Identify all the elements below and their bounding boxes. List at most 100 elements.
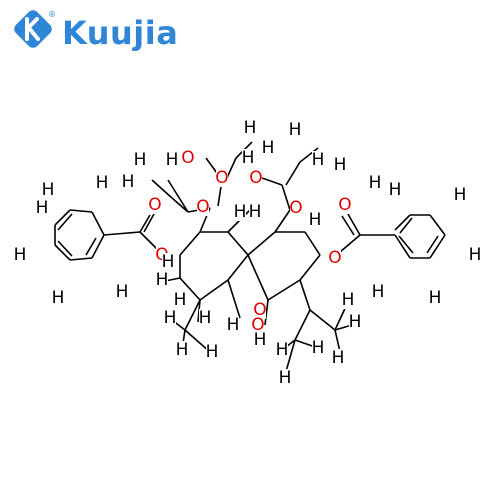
atom-label-background — [116, 283, 128, 301]
atom-label-background — [249, 203, 261, 221]
bond-line — [139, 214, 151, 233]
bond-line — [341, 215, 355, 236]
bond-line — [69, 257, 93, 261]
atom-label-background — [332, 349, 344, 367]
atom-label-background — [199, 309, 211, 327]
atom-label-background — [276, 341, 288, 359]
bond-line — [69, 209, 93, 213]
bond-line — [285, 161, 301, 186]
hydrogen-atom-label: H — [244, 118, 257, 138]
hydrogen-atom-label: H — [429, 288, 442, 308]
atom-label-background — [309, 211, 321, 229]
oxygen-atom-label: O — [181, 148, 194, 168]
atom-label-background — [176, 341, 188, 359]
atom-label-background — [122, 173, 134, 191]
bond-line — [139, 231, 159, 251]
oxygen-atom-label: O — [253, 300, 266, 320]
bond-line — [299, 147, 319, 163]
hydrogen-atom-label: H — [312, 150, 325, 170]
oxygen-atom-label: O — [338, 195, 351, 215]
bond-line — [171, 197, 189, 213]
atom-label-background — [262, 139, 274, 157]
bond-line — [247, 231, 276, 256]
hydrogen-atom-label: H — [52, 288, 65, 308]
atom-label-background — [469, 246, 481, 264]
bond-line — [334, 329, 341, 353]
registered-mark: ® — [48, 10, 56, 19]
atom-label-background — [312, 151, 324, 169]
atom-label-background — [389, 181, 401, 199]
bond-line — [309, 309, 336, 331]
bond-line — [426, 235, 439, 254]
hydrogen-atom-label: H — [389, 180, 402, 200]
atom-label-background — [96, 174, 108, 192]
hydrogen-atom-label: H — [14, 245, 27, 265]
bond-line — [339, 234, 361, 253]
bond-line — [267, 279, 301, 301]
bond-line — [54, 244, 71, 261]
hydrogen-atom-label: H — [369, 173, 382, 193]
kuujia-logo: ® Kuujia — [0, 0, 200, 60]
bond-line — [274, 209, 291, 233]
bond-line — [398, 235, 414, 254]
atom-label-background — [52, 289, 64, 307]
hydrogen-atom-label: H — [234, 202, 247, 222]
atom-label-background — [252, 316, 264, 334]
bond-line — [304, 231, 321, 256]
hydrogen-atom-label: H — [42, 180, 55, 200]
hydrogen-atom-label: H — [332, 348, 345, 368]
bond-line — [57, 213, 73, 231]
oxygen-atom-label: O — [328, 248, 341, 268]
atom-label-background — [234, 203, 246, 221]
bond-line — [429, 234, 446, 259]
atom-label-background — [329, 249, 341, 267]
hydrogen-atom-label: H — [174, 290, 187, 310]
hydrogen-atom-label: H — [289, 120, 302, 140]
bond-line — [103, 231, 141, 236]
oxygen-atom-label: O — [148, 195, 161, 215]
hydrogen-atom-label: H — [372, 282, 385, 302]
atom-label-background — [14, 246, 26, 264]
atom-label-background — [349, 313, 361, 331]
bond-line — [151, 179, 173, 199]
hydrogen-atom-label: H — [242, 148, 255, 168]
bond-line — [91, 234, 105, 259]
hydrogen-atom-label: H — [254, 330, 267, 350]
atom-label-background — [312, 339, 324, 357]
atom-label-background — [342, 291, 354, 309]
hydrogen-atom-label: H — [349, 312, 362, 332]
atom-label-background — [174, 291, 186, 309]
atom-label-background — [369, 174, 381, 192]
bond-line — [281, 184, 291, 211]
bond-line — [347, 213, 361, 236]
atom-label-background — [254, 331, 266, 349]
bond-line — [394, 214, 411, 231]
atom-label-background — [206, 343, 218, 361]
hydrogen-atom-label: H — [176, 340, 189, 360]
hydrogen-atom-label: H — [164, 308, 177, 328]
atom-label-background — [227, 316, 239, 334]
atom-label-background — [182, 149, 194, 167]
bond-line — [299, 279, 311, 311]
bond-line — [179, 277, 201, 301]
bond-line — [199, 279, 229, 301]
hydrogen-atom-label: H — [116, 282, 129, 302]
bond-line — [394, 234, 411, 259]
bond-line — [184, 329, 211, 353]
bond-line — [247, 254, 269, 301]
atom-label-background — [162, 253, 174, 271]
bond-line — [429, 214, 446, 236]
bond-line — [85, 237, 97, 256]
atom-label-background — [290, 199, 302, 217]
bond-line — [54, 209, 71, 226]
bond-line — [143, 213, 155, 233]
hydrogen-atom-label: H — [334, 155, 347, 175]
bond-line — [179, 231, 201, 256]
oxygen-atom-label: O — [249, 168, 262, 188]
bond-line — [57, 240, 73, 257]
hydrogen-atom-label: H — [312, 338, 325, 358]
brand-name: Kuujia — [62, 14, 179, 52]
atom-label-background — [250, 169, 262, 187]
oxygen-atom-label: O — [196, 197, 209, 217]
